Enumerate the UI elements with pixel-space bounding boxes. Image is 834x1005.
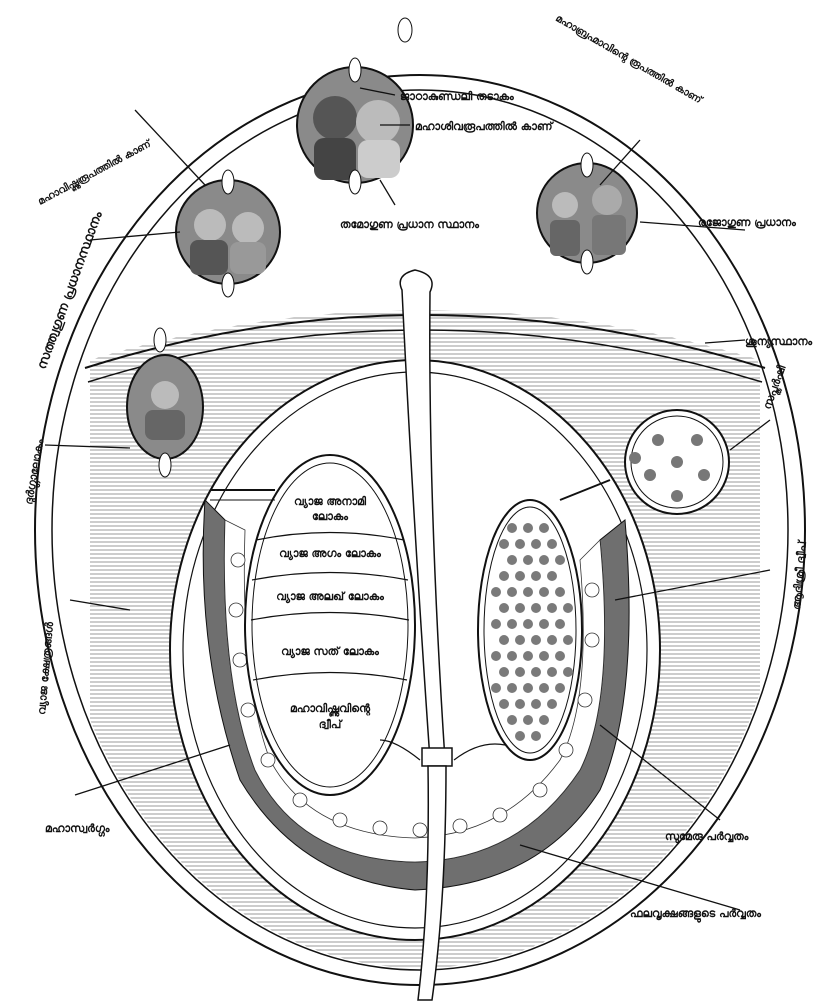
- label-shunya: ശൂന്യസ്ഥാനം: [745, 335, 813, 349]
- sumeru-dot: [499, 539, 509, 549]
- sumeru-dot: [547, 667, 557, 677]
- sumeru-dot: [531, 699, 541, 709]
- sumeru-dot: [555, 555, 565, 565]
- sumeru-dot: [539, 715, 549, 725]
- loka-sat: വ്യാജ സത് ലോകം: [281, 645, 379, 659]
- sumeru-dot: [539, 683, 549, 693]
- sumeru-dot: [491, 619, 501, 629]
- sumeru-dot: [531, 667, 541, 677]
- sumeru-dot: [531, 571, 541, 581]
- sumeru-dot: [507, 683, 517, 693]
- sumeru-dot: [507, 555, 517, 565]
- loka-anami-line2: ലോകം: [312, 510, 348, 523]
- label-mahaswarg: മഹാസ്വർഗ്ഗം: [45, 822, 110, 837]
- sumeru-dot: [507, 715, 517, 725]
- sumeru-dot: [515, 635, 525, 645]
- sumeru-dot: [523, 555, 533, 565]
- sumeru-dot: [515, 539, 525, 549]
- loka-alakh: വ്യാജ അലഖ് ലോകം: [276, 590, 384, 604]
- sumeru-dot: [539, 619, 549, 629]
- sumeru-dot: [515, 571, 525, 581]
- sumeru-dot: [539, 587, 549, 597]
- sumeru-dot: [555, 651, 565, 661]
- sumeru-dot: [523, 587, 533, 597]
- sumeru-dot: [531, 635, 541, 645]
- label-maha-vishnu: മഹാവിഷ്ണുരൂപത്തിൽ കാണ്: [35, 136, 155, 209]
- sumeru-dot: [555, 619, 565, 629]
- saptarshi-circle: [625, 410, 729, 514]
- sumeru-dot: [499, 667, 509, 677]
- sumeru-dot: [555, 587, 565, 597]
- loka-agam: വ്യാജ അഗം ലോകം: [279, 547, 381, 561]
- vishnu-dweep-line2: ദ്വീപ്: [319, 718, 344, 731]
- sumeru-dot: [523, 715, 533, 725]
- label-fruit-mountain: ഫലവൃക്ഷങ്ങളുടെ പർവ്വതം: [630, 907, 761, 923]
- sumeru-dot: [515, 603, 525, 613]
- sumeru-dot: [539, 523, 549, 533]
- sumeru-dot: [507, 523, 517, 533]
- sumeru-dot: [499, 635, 509, 645]
- sumeru-dot: [507, 619, 517, 629]
- sumeru-dot: [547, 539, 557, 549]
- loka-anami-line1: വ്യാജ അനാമി: [294, 495, 367, 509]
- sumeru-dot: [547, 699, 557, 709]
- vishnu-dweep-line1: മഹാവിഷ്ണുവിന്റെ: [290, 702, 371, 717]
- sumeru-dot: [515, 699, 525, 709]
- sumeru-dot: [523, 651, 533, 661]
- sumeru-dot: [499, 603, 509, 613]
- sumeru-dot: [491, 683, 501, 693]
- sumeru-dot: [531, 731, 541, 741]
- sumeru-dot: [531, 539, 541, 549]
- sumeru-dot: [515, 667, 525, 677]
- label-rajo: രജോഗുണ പ്രധാനം: [698, 216, 796, 229]
- sumeru-dot: [523, 619, 533, 629]
- sumeru-dot: [547, 571, 557, 581]
- label-jata-lake: ജാഠാകുണ്ഡലി തടാകം: [400, 90, 514, 103]
- sumeru-dot: [547, 635, 557, 645]
- sumeru-dot: [563, 603, 573, 613]
- label-maha-shiva: മഹാശിവരൂപത്തിൽ കാണ്: [415, 120, 554, 133]
- top-pill: [398, 18, 412, 42]
- sumeru-dot: [539, 651, 549, 661]
- sumeru-dot: [531, 603, 541, 613]
- sumeru-dot: [507, 651, 517, 661]
- sumeru-dot: [563, 667, 573, 677]
- sumeru-dot: [547, 603, 557, 613]
- sumeru-dot: [491, 651, 501, 661]
- sumeru-dot: [539, 555, 549, 565]
- sumeru-dot: [507, 587, 517, 597]
- sumeru-dot: [499, 699, 509, 709]
- sumeru-dot: [499, 571, 509, 581]
- sumeru-dot: [515, 731, 525, 741]
- label-maha-brahma: മഹാബ്രഹ്മാവിന്റെ രൂപത്തിൽ കാണ്: [553, 11, 706, 107]
- sumeru-dot: [555, 683, 565, 693]
- label-tamo: തമോഗുണ പ്രധാന സ്ഥാനം: [340, 218, 479, 231]
- label-sumeru: സുമേരു പർവ്വതം: [665, 830, 749, 844]
- sumeru-dot: [523, 683, 533, 693]
- sumeru-dot: [491, 587, 501, 597]
- sumeru-dot: [523, 523, 533, 533]
- sumeru-dot: [563, 635, 573, 645]
